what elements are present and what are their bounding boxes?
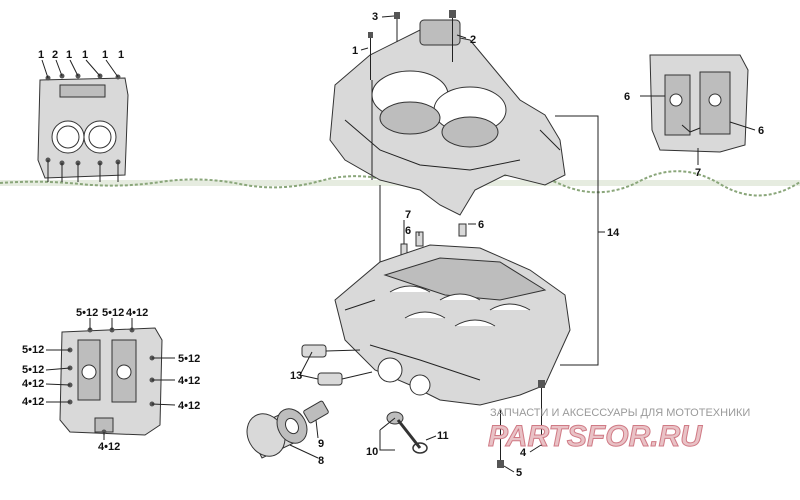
callout-1: 1	[82, 49, 88, 61]
callout-5x12: 5•12	[102, 307, 124, 319]
nipple-9	[303, 400, 329, 424]
callout-4: 4	[520, 447, 527, 459]
callout-6: 6	[405, 225, 411, 237]
watermark-logo: PARTSFOR.RU	[488, 420, 703, 453]
callout-5: 5	[516, 467, 522, 479]
bolt-5	[497, 410, 504, 468]
callout-10: 10	[366, 446, 378, 458]
inset-top-left	[37, 59, 129, 182]
callout-5x12: 5•12	[178, 353, 200, 365]
lower-crankcase	[334, 244, 571, 406]
callout-1: 1	[352, 45, 358, 57]
callout-1: 1	[118, 49, 124, 61]
callout-6: 6	[758, 125, 764, 137]
upper-crankcase	[329, 19, 566, 216]
callout-2: 2	[470, 34, 476, 46]
callout-5x12: 5•12	[76, 307, 98, 319]
callout-3: 3	[372, 11, 378, 23]
callout-4x12: 4•12	[22, 378, 44, 390]
inset-top-right	[640, 54, 756, 165]
callout-1: 1	[66, 49, 72, 61]
callout-5x12: 5•12	[22, 364, 44, 376]
callout-8: 8	[318, 455, 324, 467]
callout-11: 11	[437, 430, 449, 442]
callout-7: 7	[695, 167, 701, 179]
bolt-4	[538, 380, 545, 446]
inset-bottom-left	[45, 318, 176, 440]
callout-9: 9	[318, 438, 324, 450]
bolt-2	[449, 10, 456, 62]
dowel-6	[458, 223, 467, 237]
callout-5x12: 5•12	[22, 344, 44, 356]
oil-filter-8	[246, 408, 308, 459]
callout-7: 7	[405, 209, 411, 221]
callout-6: 6	[624, 91, 630, 103]
callout-4x12: 4•12	[98, 441, 120, 453]
callout-6: 6	[478, 219, 484, 231]
callout-1: 1	[102, 49, 108, 61]
callout-1: 1	[38, 49, 44, 61]
callout-4x12: 4•12	[178, 375, 200, 387]
dipstick-10	[386, 411, 422, 449]
o-ring-11	[412, 442, 428, 454]
bolt-1	[368, 32, 373, 80]
watermark-caption: ЗАПЧАСТИ И АКСЕССУАРЫ ДЛЯ МОТОТЕХНИКИ	[490, 407, 750, 419]
callout-14: 14	[607, 227, 620, 239]
bolt-3	[394, 12, 400, 42]
callout-13: 13	[290, 370, 302, 382]
callout-4x12: 4•12	[178, 400, 200, 412]
callout-4x12: 4•12	[22, 396, 44, 408]
callout-2: 2	[52, 49, 58, 61]
callout-4x12: 4•12	[126, 307, 148, 319]
